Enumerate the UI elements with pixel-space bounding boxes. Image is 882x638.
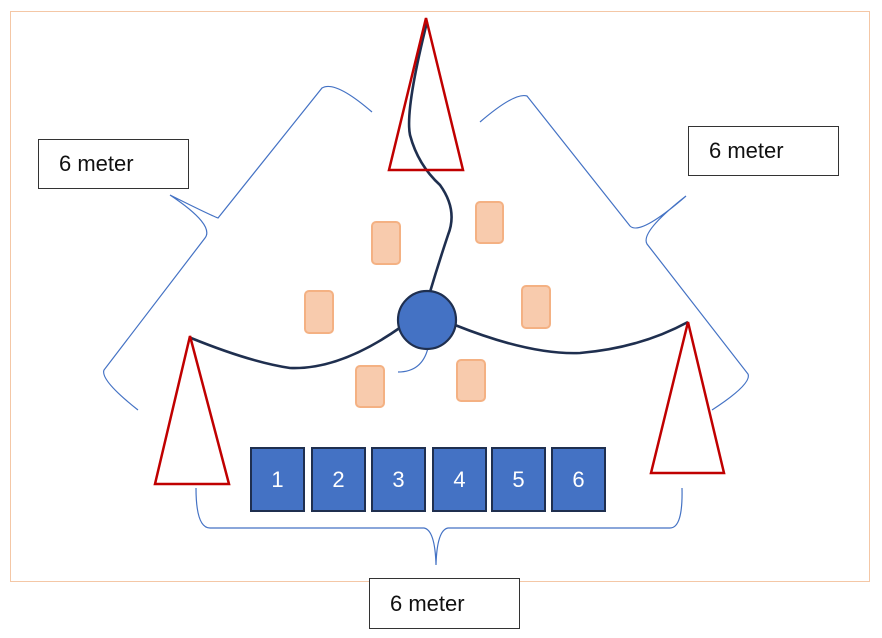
- numbered-box-4: 4: [432, 447, 487, 512]
- bracket-right: [479, 94, 749, 411]
- rope-left: [190, 325, 402, 370]
- marker: [521, 285, 551, 329]
- marker: [304, 290, 334, 334]
- label-right-distance: 6 meter: [688, 126, 839, 176]
- label-bottom-distance: 6 meter: [369, 578, 520, 629]
- numbered-box-2: 2: [311, 447, 366, 512]
- label-right-text: 6 meter: [709, 138, 784, 163]
- numbered-box-6: 6: [551, 447, 606, 512]
- label-bottom-text: 6 meter: [390, 590, 465, 616]
- marker: [475, 201, 504, 244]
- cone-left: [153, 335, 231, 486]
- marker: [355, 365, 385, 408]
- rope-tail: [397, 347, 429, 373]
- rope-right: [454, 320, 689, 355]
- bracket-bottom: [195, 487, 683, 566]
- cone-right: [649, 321, 726, 475]
- numbered-box-5: 5: [491, 447, 546, 512]
- marker: [456, 359, 486, 402]
- numbered-box-3: 3: [371, 447, 426, 512]
- center-circle: [396, 289, 458, 351]
- label-left-distance: 6 meter: [38, 139, 189, 189]
- label-left-text: 6 meter: [59, 151, 134, 176]
- bracket-left: [103, 85, 373, 411]
- cone-top: [387, 17, 465, 172]
- marker: [371, 221, 401, 265]
- numbered-box-1: 1: [250, 447, 305, 512]
- rope-top: [407, 21, 453, 293]
